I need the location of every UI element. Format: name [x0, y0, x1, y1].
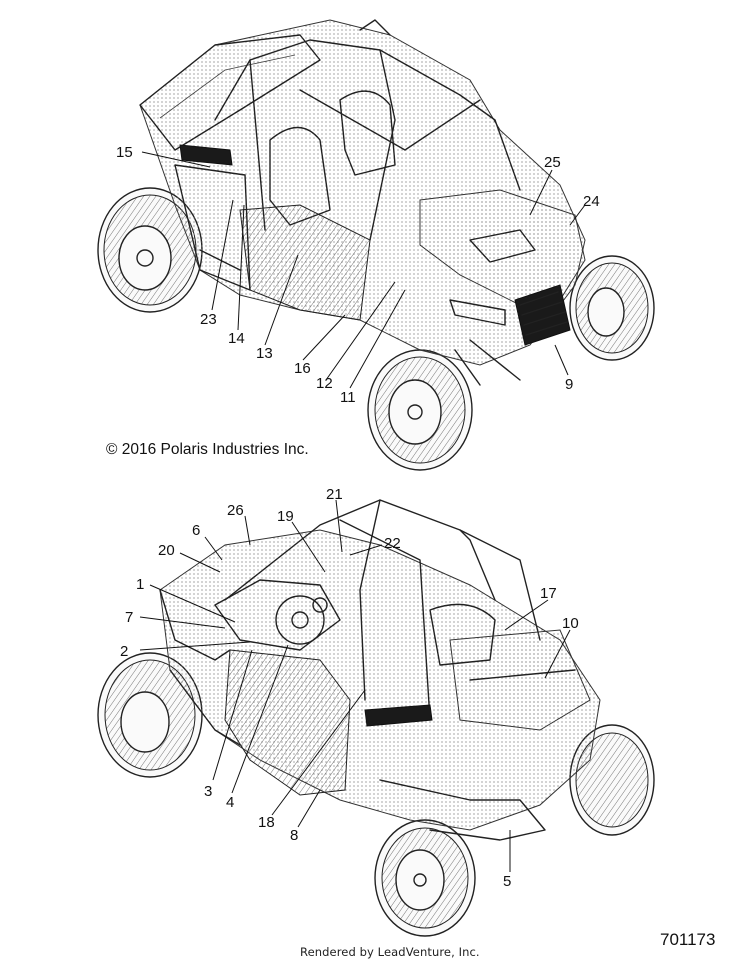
callout-label: 5: [503, 873, 511, 890]
callout-label: 18: [258, 814, 275, 831]
callout-label: 25: [544, 154, 561, 171]
callout-label: 24: [583, 193, 600, 210]
callout-label: 2: [120, 643, 128, 660]
top-vehicle-illustration: [97, 19, 655, 471]
callout-label: 14: [228, 330, 245, 347]
callout-label: 21: [326, 486, 343, 503]
callout-label: 15: [116, 144, 133, 161]
callout-label: 13: [256, 345, 273, 362]
callout-label: 26: [227, 502, 244, 519]
callout-label: 11: [340, 389, 356, 406]
callout-label: 19: [277, 508, 294, 525]
callout-label: 12: [316, 375, 333, 392]
callout-label: 3: [204, 783, 212, 800]
callout-labels: 15 25 24 23 14 13 16 12 11 9 21 26 19 22…: [116, 144, 600, 890]
callout-label: 1: [136, 576, 144, 593]
top-front-near-wheel: [367, 349, 473, 471]
copyright-notice: © 2016 Polaris Industries Inc.: [106, 441, 309, 458]
callout-label: 20: [158, 542, 175, 559]
callout-label: 22: [384, 535, 401, 552]
callout-label: 17: [540, 585, 557, 602]
callout-label: 10: [562, 615, 579, 632]
top-front-far-wheel: [569, 255, 655, 361]
callout-label: 7: [125, 609, 133, 626]
callout-label: 8: [290, 827, 298, 844]
diagram-reference-number: 701173: [660, 930, 716, 949]
callout-label: 9: [565, 376, 573, 393]
callout-label: 23: [200, 311, 217, 328]
rendered-by-credit: Rendered by LeadVenture, Inc.: [300, 945, 480, 959]
bottom-vehicle-illustration: [97, 499, 655, 937]
callout-label: 4: [226, 794, 234, 811]
leader-lines: [139, 151, 586, 872]
bottom-left-wheel: [97, 652, 203, 778]
callout-label: 6: [192, 522, 200, 539]
bottom-front-wheel: [374, 819, 476, 937]
callout-label: 16: [294, 360, 311, 377]
